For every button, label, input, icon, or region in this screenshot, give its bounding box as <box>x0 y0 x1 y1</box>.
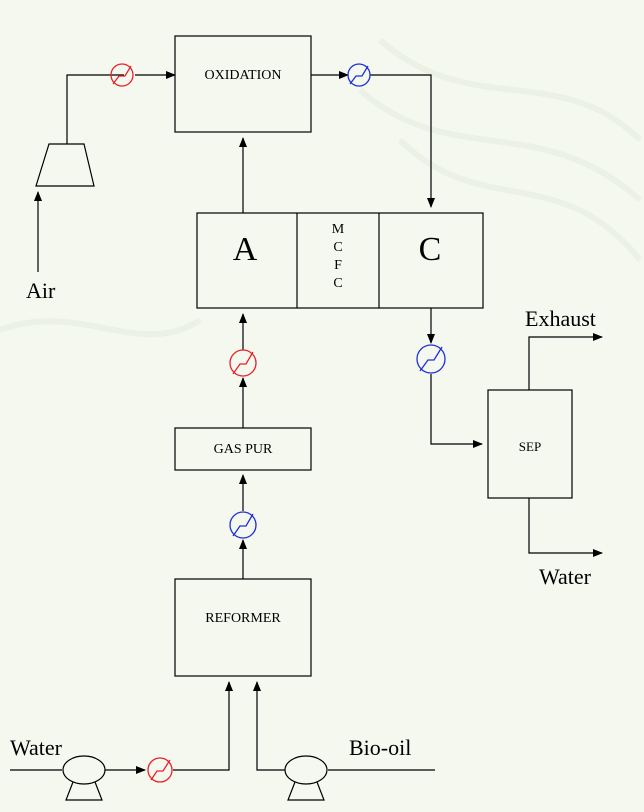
oxidation-cooler <box>347 63 371 87</box>
gas-pur-block: GAS PUR <box>174 427 312 471</box>
anode-feed-heater <box>229 349 257 377</box>
mcfc-label-c1: C <box>333 240 342 255</box>
water-in-label: Water <box>10 735 63 760</box>
air-label: Air <box>26 278 56 303</box>
air-compressor <box>35 143 95 187</box>
air-heater <box>110 63 134 87</box>
sep-label: SEP <box>519 439 541 454</box>
cathode-outlet-cooler <box>416 344 446 374</box>
reformer-label: REFORMER <box>205 611 281 626</box>
water-pump <box>62 755 106 801</box>
oxidation-label: OXIDATION <box>205 68 282 83</box>
gas-pur-label: GAS PUR <box>214 442 273 457</box>
reformer-block: REFORMER <box>174 578 312 677</box>
sep-exhaust-line <box>528 333 603 390</box>
stream-lines <box>10 71 603 774</box>
mcfc-block: A M C F C C <box>196 212 484 309</box>
reformer-outlet-cooler <box>229 511 257 539</box>
exhaust-label: Exhaust <box>525 306 596 331</box>
mcfc-label-c2: C <box>333 276 342 291</box>
cathode-label: C <box>419 231 442 268</box>
water-heater <box>147 757 173 783</box>
water-out-label: Water <box>539 564 592 589</box>
cooler-to-cathode-line <box>370 74 435 208</box>
sep-water-line <box>528 498 603 557</box>
sep-block: SEP <box>487 389 573 499</box>
background-texture <box>0 37 643 338</box>
heater-to-reformer-line <box>173 681 233 771</box>
compressor-outlet-line <box>66 74 124 144</box>
bio-oil-pump-to-reformer-line <box>253 681 285 771</box>
mcfc-label-f: F <box>334 258 342 273</box>
bio-oil-label: Bio-oil <box>349 735 411 760</box>
oxidation-block: OXIDATION <box>174 35 312 133</box>
cooler-to-sep-line <box>430 374 483 448</box>
bio-oil-pump <box>284 755 328 801</box>
anode-label: A <box>233 231 258 268</box>
mcfc-label-m: M <box>332 222 345 237</box>
